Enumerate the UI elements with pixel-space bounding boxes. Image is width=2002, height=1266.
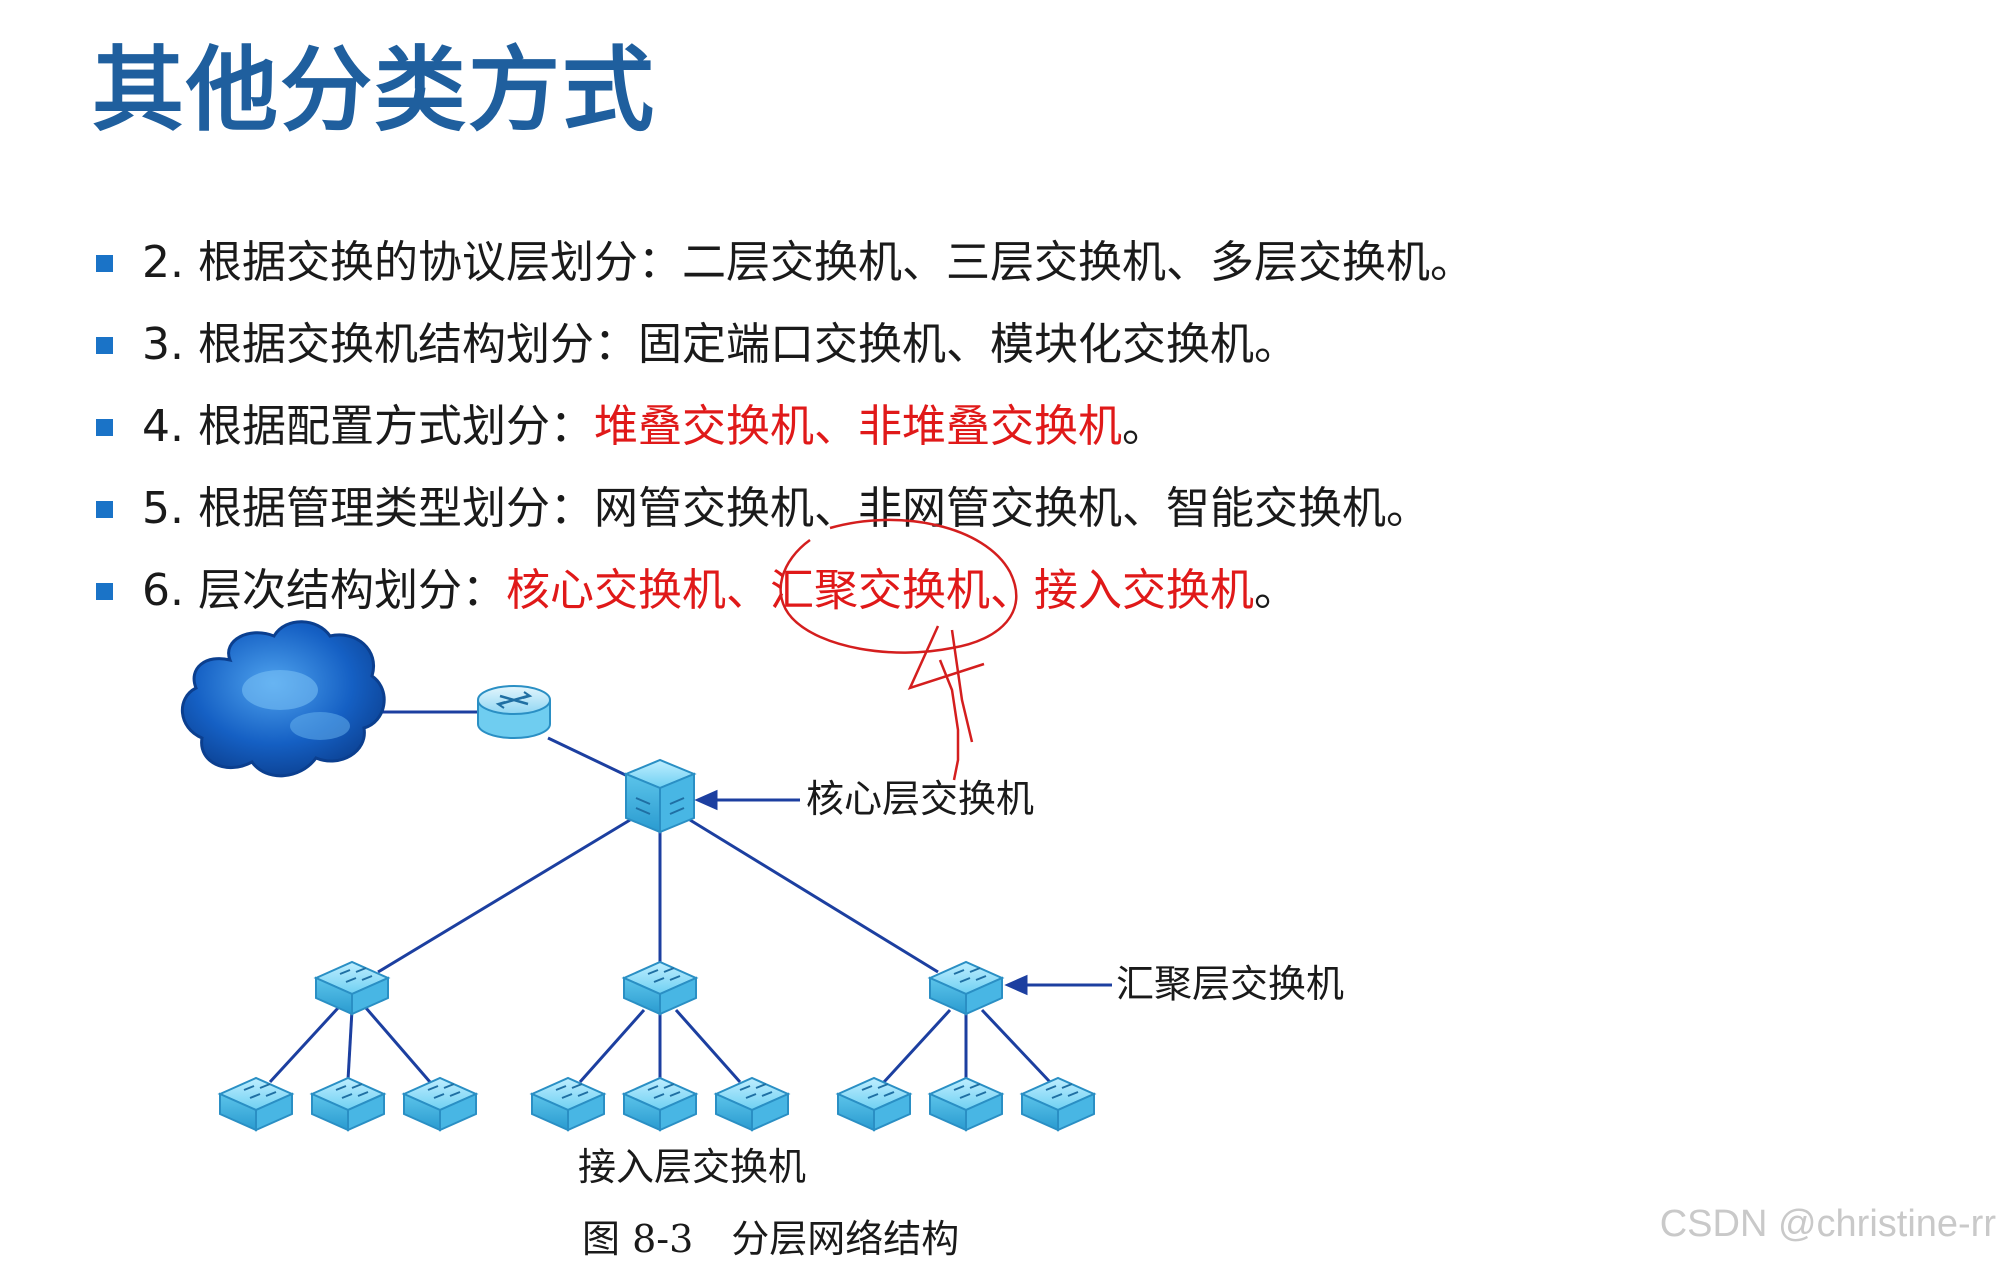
bullet-suffix: 二层交换机、三层交换机、多层交换机。 — [681, 237, 1474, 288]
handwritten-annotation — [779, 518, 1018, 781]
bullet-suffix: 固定端口交换机、模块化交换机。 — [637, 319, 1298, 370]
bullet-prefix: 3. 根据交换机结构划分： — [142, 319, 638, 370]
router-icon — [477, 685, 551, 739]
link-core-agg-left — [377, 818, 631, 974]
annotation-circle — [779, 518, 1018, 654]
bullet-square-icon — [96, 583, 113, 600]
bullet-suffix: 网管交换机、非网管交换机、智能交换机。 — [593, 483, 1430, 534]
bullet-item-6: 6. 层次结构划分：核心交换机、汇聚交换机、接入交换机。 — [92, 550, 1474, 632]
link-agg2-acc3 — [674, 1009, 742, 1083]
bullet-prefix: 2. 根据交换的协议层划分： — [142, 237, 682, 288]
bullet-highlight: 堆叠交换机、非堆叠交换机 — [593, 401, 1122, 452]
access-switch-icon — [219, 1077, 1095, 1131]
link-core-agg-right — [689, 818, 939, 974]
link-agg1-acc3 — [364, 1007, 432, 1083]
bullet-prefix: 4. 根据配置方式划分： — [142, 401, 594, 452]
bullet-prefix: 6. 层次结构划分： — [142, 565, 506, 616]
bullet-suffix: 。 — [1121, 401, 1166, 452]
network-links — [268, 710, 1052, 1084]
csdn-watermark: CSDN @christine-rr — [1659, 1203, 1996, 1245]
bullet-square-icon — [96, 337, 113, 354]
slide-title: 其他分类方式 — [92, 37, 657, 144]
access-layer-label: 接入层交换机 — [578, 1145, 806, 1189]
bullet-square-icon — [96, 255, 113, 272]
link-agg2-acc1 — [578, 1009, 646, 1083]
link-router-core — [547, 736, 637, 782]
core-arrow-head-icon — [694, 789, 718, 811]
core-layer-label: 核心层交换机 — [806, 777, 1034, 821]
bullet-highlight: 核心交换机、汇聚交换机、接入交换机 — [505, 565, 1254, 616]
annotation-stroke-1 — [907, 625, 985, 691]
annotation-stroke-3 — [938, 659, 960, 781]
link-agg3-acc3 — [980, 1008, 1052, 1084]
bullet-square-icon — [96, 419, 113, 436]
bullet-item-5: 5. 根据管理类型划分：网管交换机、非网管交换机、智能交换机。 — [92, 468, 1474, 550]
link-agg1-acc1 — [268, 1006, 340, 1084]
bullet-suffix: 。 — [1253, 565, 1298, 616]
aggregation-layer-label: 汇聚层交换机 — [1116, 962, 1344, 1006]
aggregation-arrow-head-icon — [1004, 974, 1028, 996]
bullet-list: 2. 根据交换的协议层划分：二层交换机、三层交换机、多层交换机。 3. 根据交换… — [92, 222, 1474, 632]
bullet-square-icon — [96, 501, 113, 518]
bullet-prefix: 5. 根据管理类型划分： — [142, 483, 594, 534]
figure-caption: 图 8-3 分层网络结构 — [582, 1217, 959, 1261]
bullet-item-3: 3. 根据交换机结构划分：固定端口交换机、模块化交换机。 — [92, 304, 1474, 386]
aggregation-switch-icon — [315, 961, 1003, 1015]
link-agg3-acc1 — [882, 1008, 952, 1084]
bullet-item-4: 4. 根据配置方式划分：堆叠交换机、非堆叠交换机。 — [92, 386, 1474, 468]
annotation-stroke-2 — [950, 629, 974, 743]
bullet-item-2: 2. 根据交换的协议层划分：二层交换机、三层交换机、多层交换机。 — [92, 222, 1474, 304]
link-agg1-acc2 — [346, 1009, 354, 1081]
core-switch-icon — [623, 758, 697, 834]
internet-cloud-icon — [180, 620, 386, 778]
